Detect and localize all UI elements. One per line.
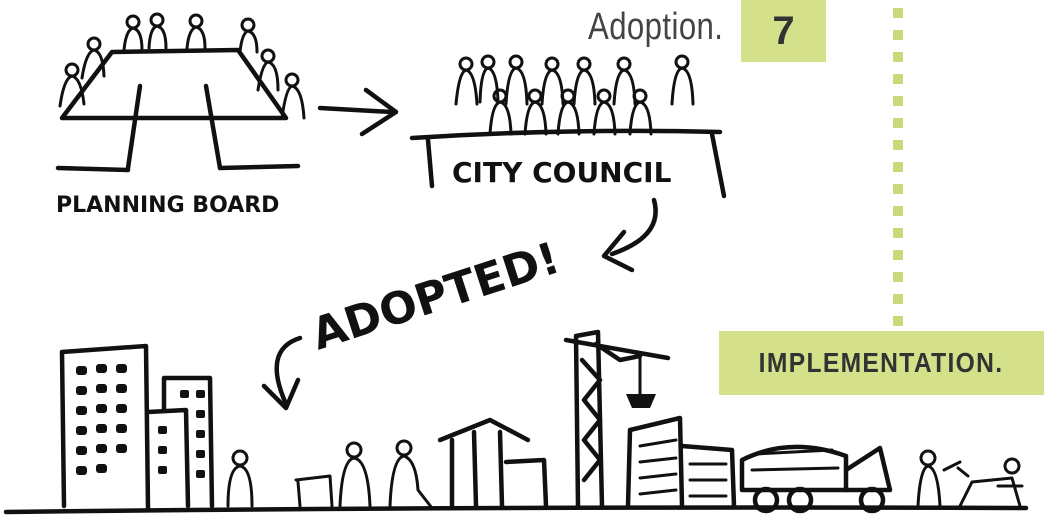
divider-dash <box>893 30 903 40</box>
crane-icon <box>563 329 671 509</box>
cement-truck-icon <box>739 444 893 514</box>
divider-dash <box>893 250 903 260</box>
step-title: Adoption. <box>588 6 724 48</box>
house-frame-icon <box>437 417 549 509</box>
building-icon <box>59 343 151 511</box>
divider-dash <box>893 206 903 216</box>
planning-board-label: PLANNING BOARD <box>56 193 279 218</box>
divider-dash <box>893 96 903 106</box>
divider-dash <box>893 8 903 18</box>
city-council-label: CITY COUNCIL <box>452 156 672 189</box>
divider-dash <box>893 118 903 128</box>
cityscape-drawing <box>3 329 1029 515</box>
divider-dash <box>893 140 903 150</box>
planning-board-drawing: PLANNING BOARD <box>55 12 306 218</box>
divider-dash <box>893 162 903 172</box>
divider-dash <box>893 294 903 304</box>
divider-dash <box>893 74 903 84</box>
adopted-label: ADOPTED! <box>306 233 566 361</box>
divider-dash <box>893 184 903 194</box>
city-council-drawing: CITY COUNCIL <box>409 54 727 199</box>
curved-arrow-icon <box>261 335 303 411</box>
building-icon <box>145 375 215 509</box>
building-icon <box>625 415 737 509</box>
divider-dash <box>893 316 903 326</box>
divider-dash <box>893 52 903 62</box>
implementation-label: IMPLEMENTATION. <box>759 347 1004 378</box>
implementation-box: IMPLEMENTATION. <box>719 331 1044 395</box>
curved-arrow-icon <box>601 197 658 273</box>
divider-dash <box>893 272 903 282</box>
arrow-right-icon <box>317 87 399 137</box>
divider-dash <box>893 228 903 238</box>
step-number-badge: 7 <box>741 0 826 62</box>
